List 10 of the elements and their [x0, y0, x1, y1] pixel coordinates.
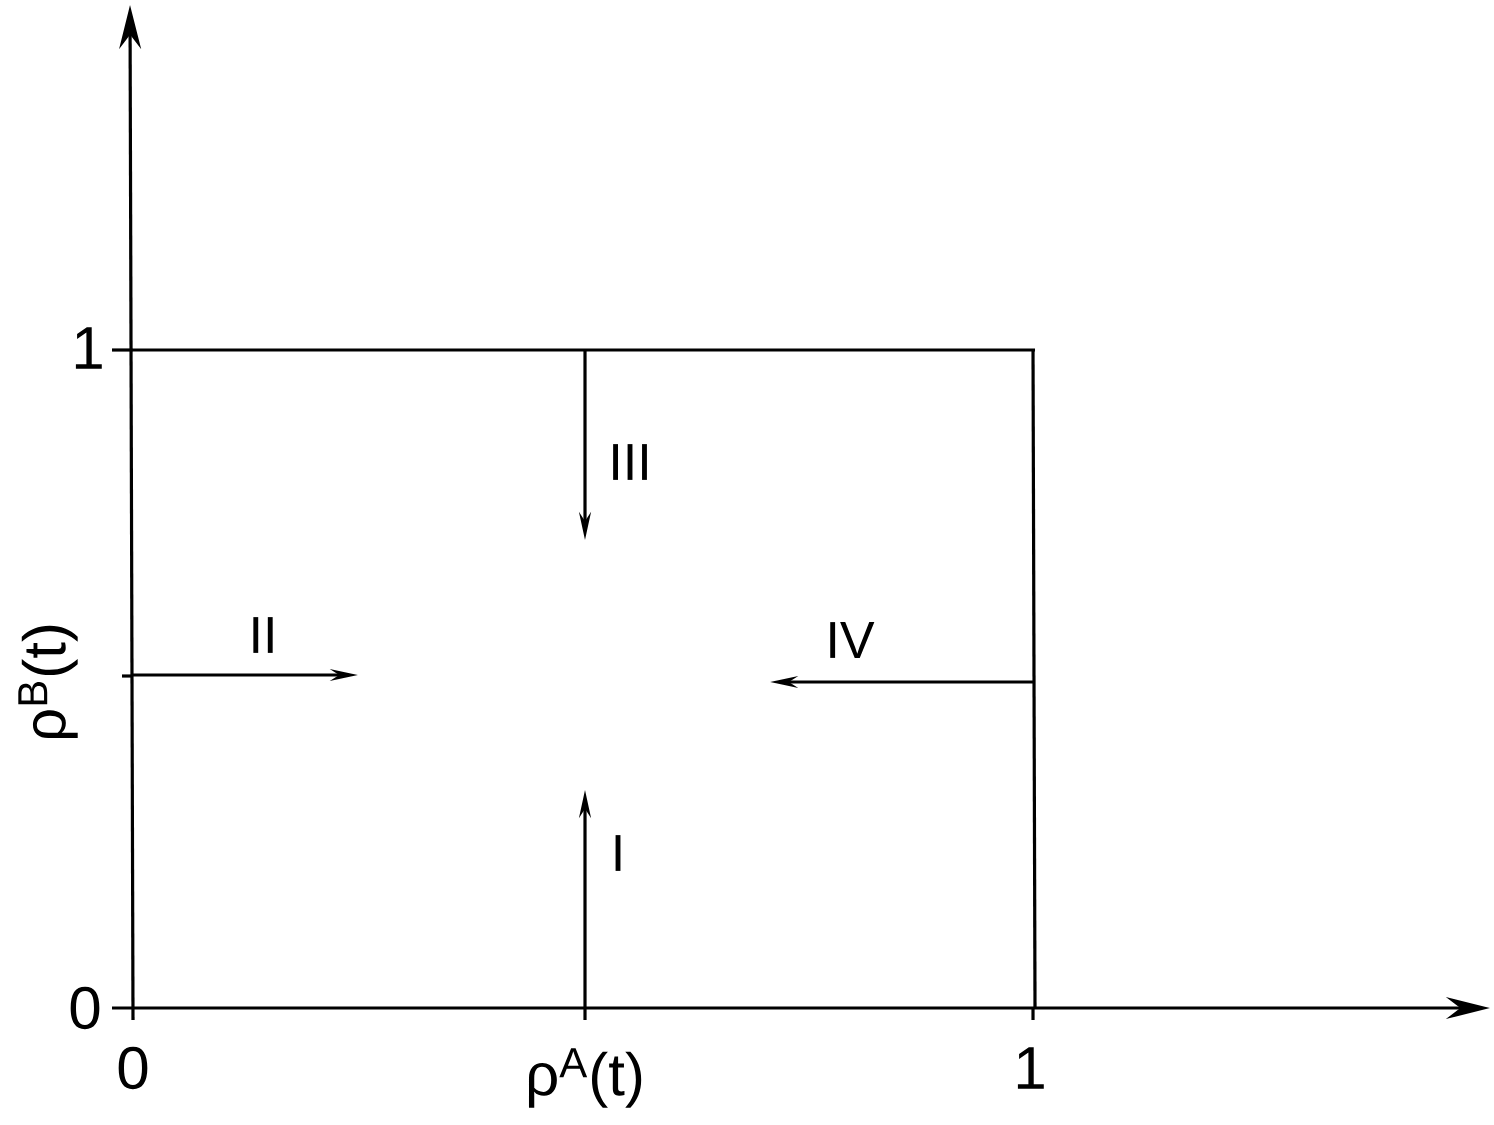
- axis-label: ρ$^{A}$(t): [529, 1048, 642, 1108]
- tick-label: 0: [70, 986, 100, 1030]
- region-label: IV: [830, 622, 875, 658]
- tick-label: 1: [1017, 1047, 1044, 1089]
- region-label: II: [253, 617, 273, 653]
- axis-label: ρ$^{B}$(t): [18, 625, 78, 739]
- region-label: I: [615, 835, 621, 871]
- region-label: III: [613, 444, 647, 480]
- tick-label: 0: [118, 1046, 148, 1090]
- tick-label: 1: [75, 327, 102, 369]
